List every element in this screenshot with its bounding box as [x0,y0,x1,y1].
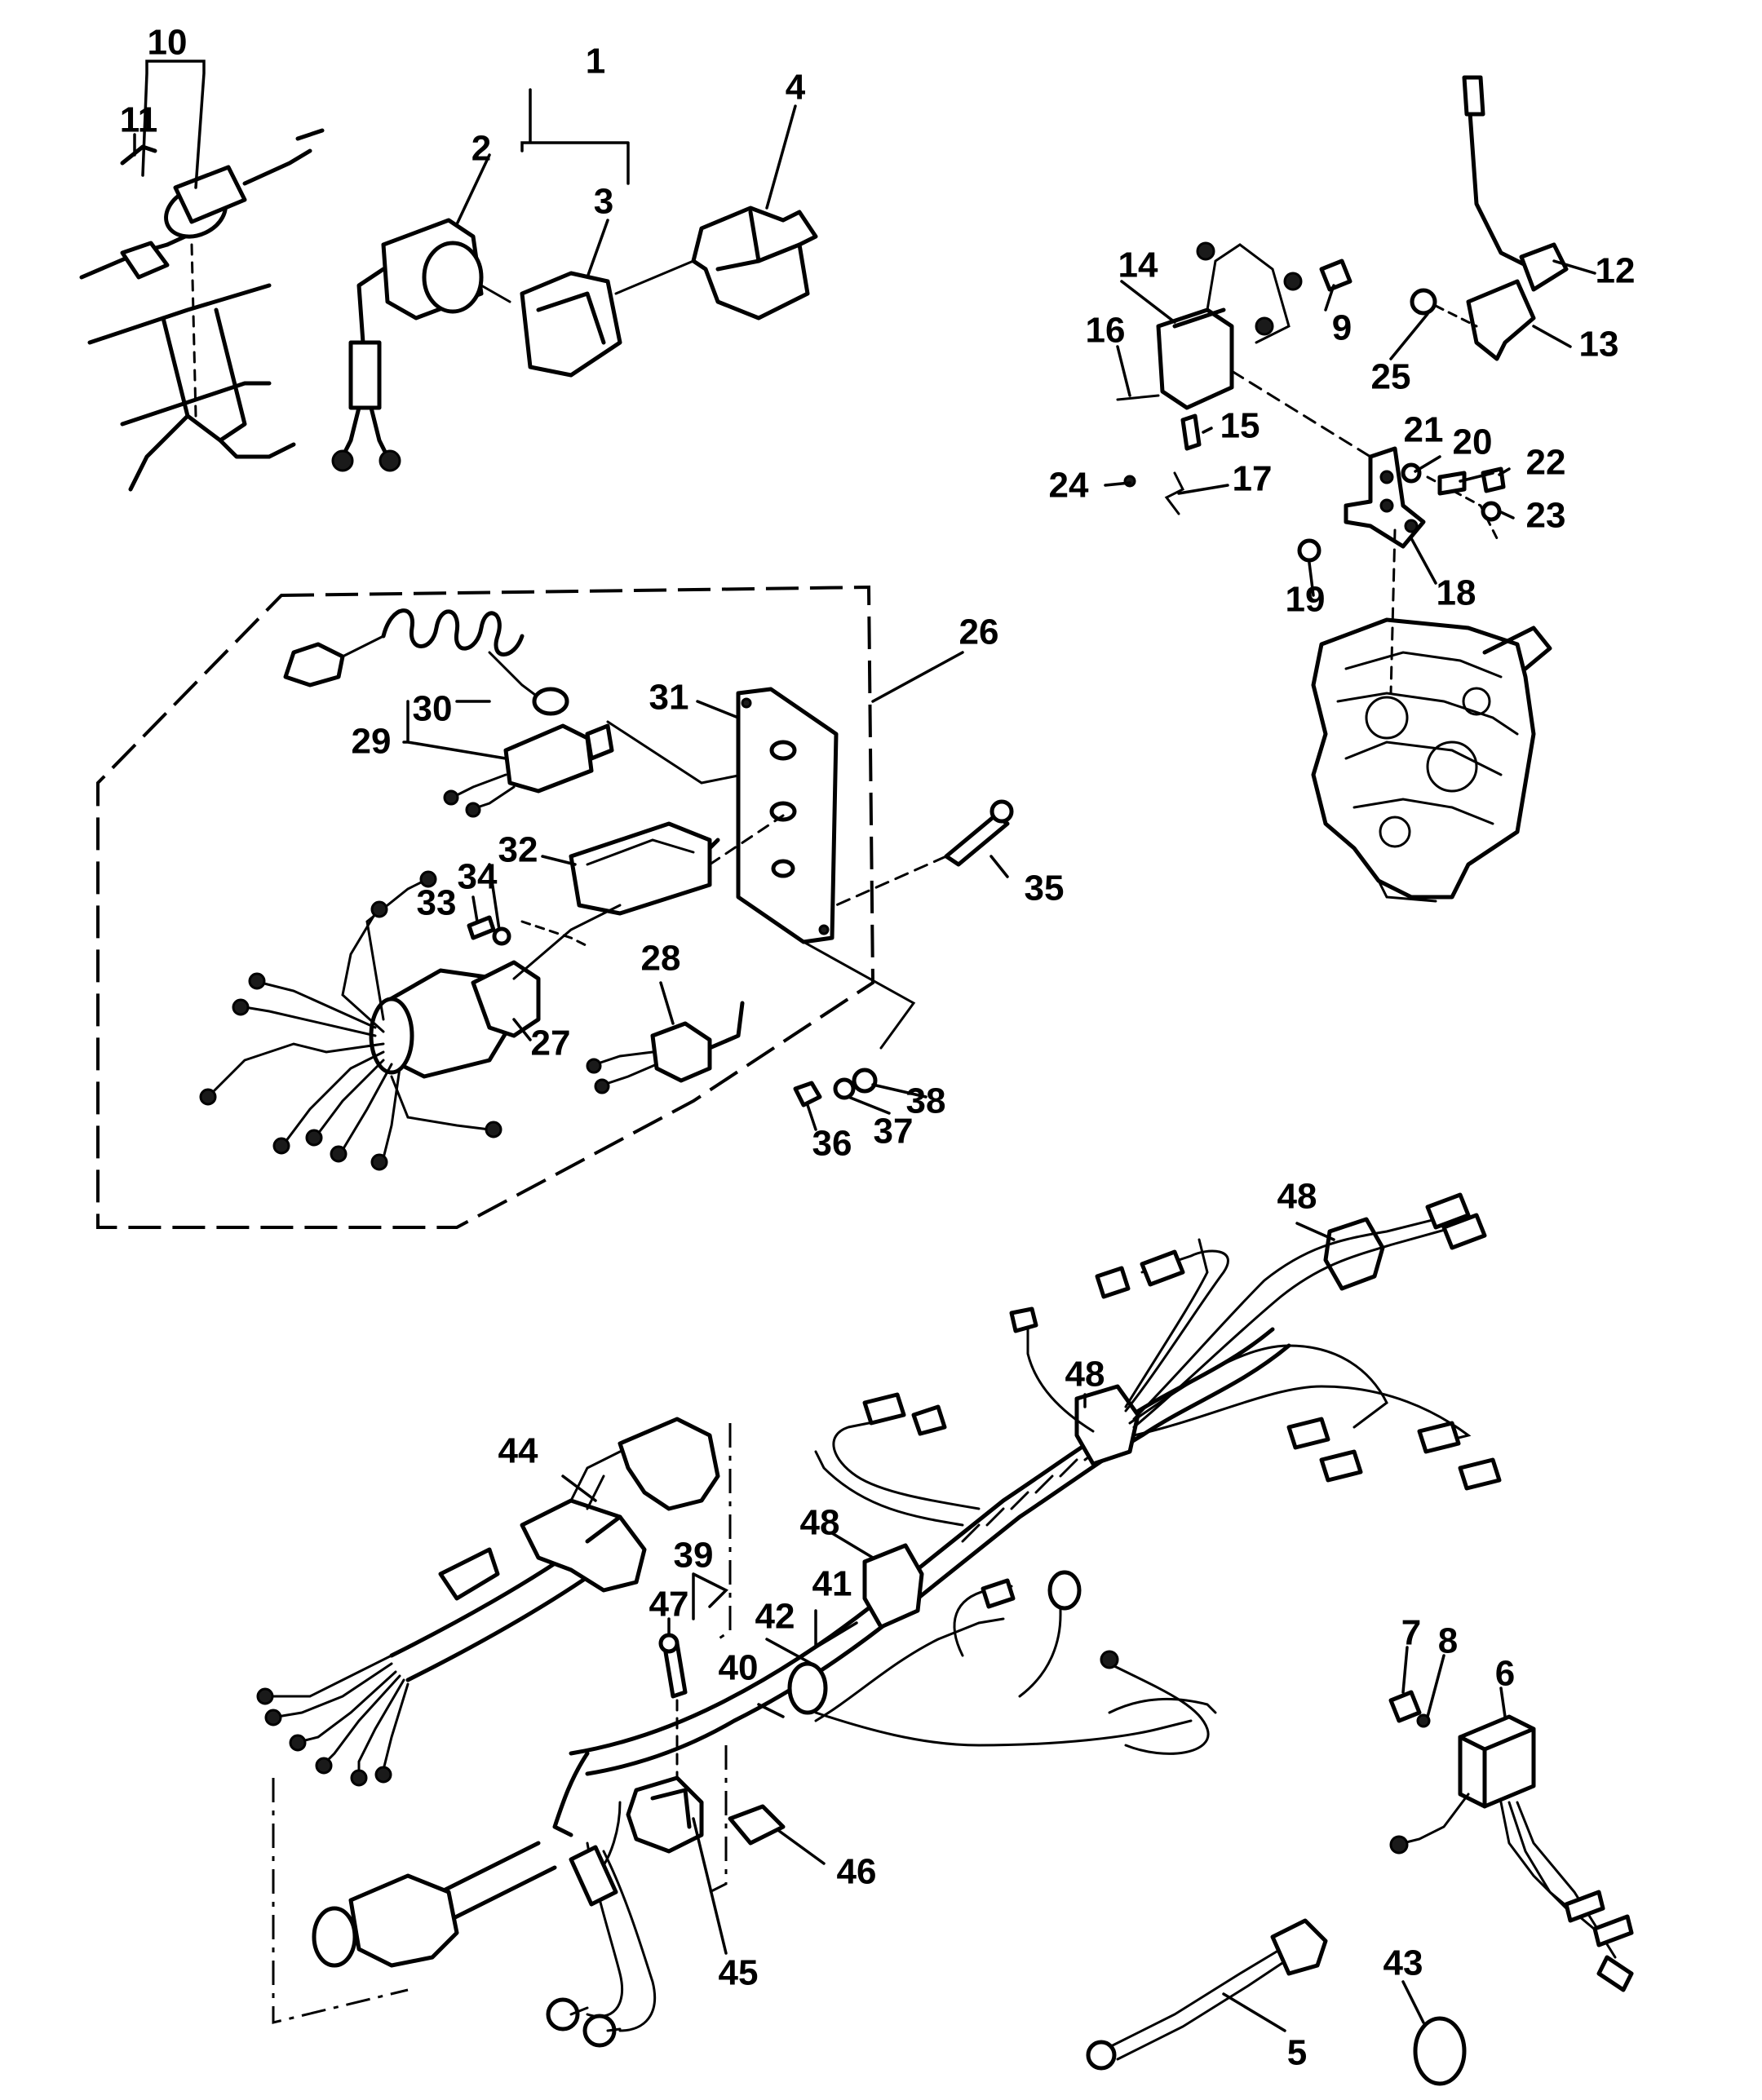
callout-10: 10 [148,23,188,63]
callout-44: 44 [498,1431,538,1471]
callout-29: 29 [352,722,392,762]
fuse-holder-assembly [79,128,325,492]
callout-15: 15 [1220,406,1260,446]
callout-6: 6 [1495,1654,1515,1694]
rectifier-and-sensor-parts [1086,1690,1634,2086]
callout-9: 9 [1332,308,1352,348]
callout-31: 31 [649,678,689,718]
callout-27: 27 [531,1023,571,1063]
callout-40: 40 [719,1648,759,1688]
callout-48-lower: 48 [800,1503,840,1543]
callout-30: 30 [413,689,453,729]
callout-11: 11 [120,100,158,140]
callout-22: 22 [1526,443,1566,483]
callout-12: 12 [1596,251,1636,291]
callout-35: 35 [1025,869,1065,909]
callout-17: 17 [1233,459,1273,499]
callout-46: 46 [837,1852,877,1892]
callout-34: 34 [458,857,498,897]
callout-41: 41 [812,1564,852,1604]
callout-14: 14 [1118,245,1158,285]
callout-48-top: 48 [1277,1177,1317,1217]
callout-16: 16 [1086,311,1126,351]
callout-21: 21 [1404,410,1444,450]
switch-assembly-1 [331,206,818,472]
callout-18: 18 [1437,573,1476,613]
ignition-panel-assembly [199,608,1014,1171]
kit-26-outline [96,585,875,1229]
callout-3: 3 [594,182,613,222]
callout-42: 42 [755,1597,795,1637]
callout-43: 43 [1383,1943,1423,1983]
callout-23: 23 [1526,496,1566,536]
callout-8: 8 [1438,1621,1458,1661]
engine-block-illustration [1311,617,1552,903]
callout-5: 5 [1287,2033,1307,2073]
callout-38: 38 [906,1081,946,1121]
callout-36: 36 [812,1124,852,1164]
callout-26: 26 [959,612,999,652]
leader-lines [133,60,1596,2032]
solenoid-bracket-assembly [1116,75,1569,695]
callout-20: 20 [1453,422,1493,462]
callout-2: 2 [471,129,491,169]
wiring-harness-assembly [256,1192,1502,2048]
callout-1: 1 [586,42,605,82]
callout-7: 7 [1401,1613,1421,1653]
callout-28: 28 [641,939,681,979]
callout-32: 32 [498,830,538,870]
callout-37: 37 [874,1112,914,1152]
callout-numbers: 10 11 1 2 3 4 12 13 14 9 25 16 15 21 20 … [120,23,1636,2073]
callout-4: 4 [786,68,806,108]
callout-13: 13 [1579,325,1619,365]
callout-33: 33 [417,883,457,923]
callout-24: 24 [1049,466,1089,506]
callout-19: 19 [1286,580,1326,620]
callout-25: 25 [1371,357,1411,397]
callout-39: 39 [674,1536,714,1576]
callout-47: 47 [649,1585,689,1625]
callout-48-middle: 48 [1065,1355,1105,1395]
callout-45: 45 [719,1953,759,1993]
